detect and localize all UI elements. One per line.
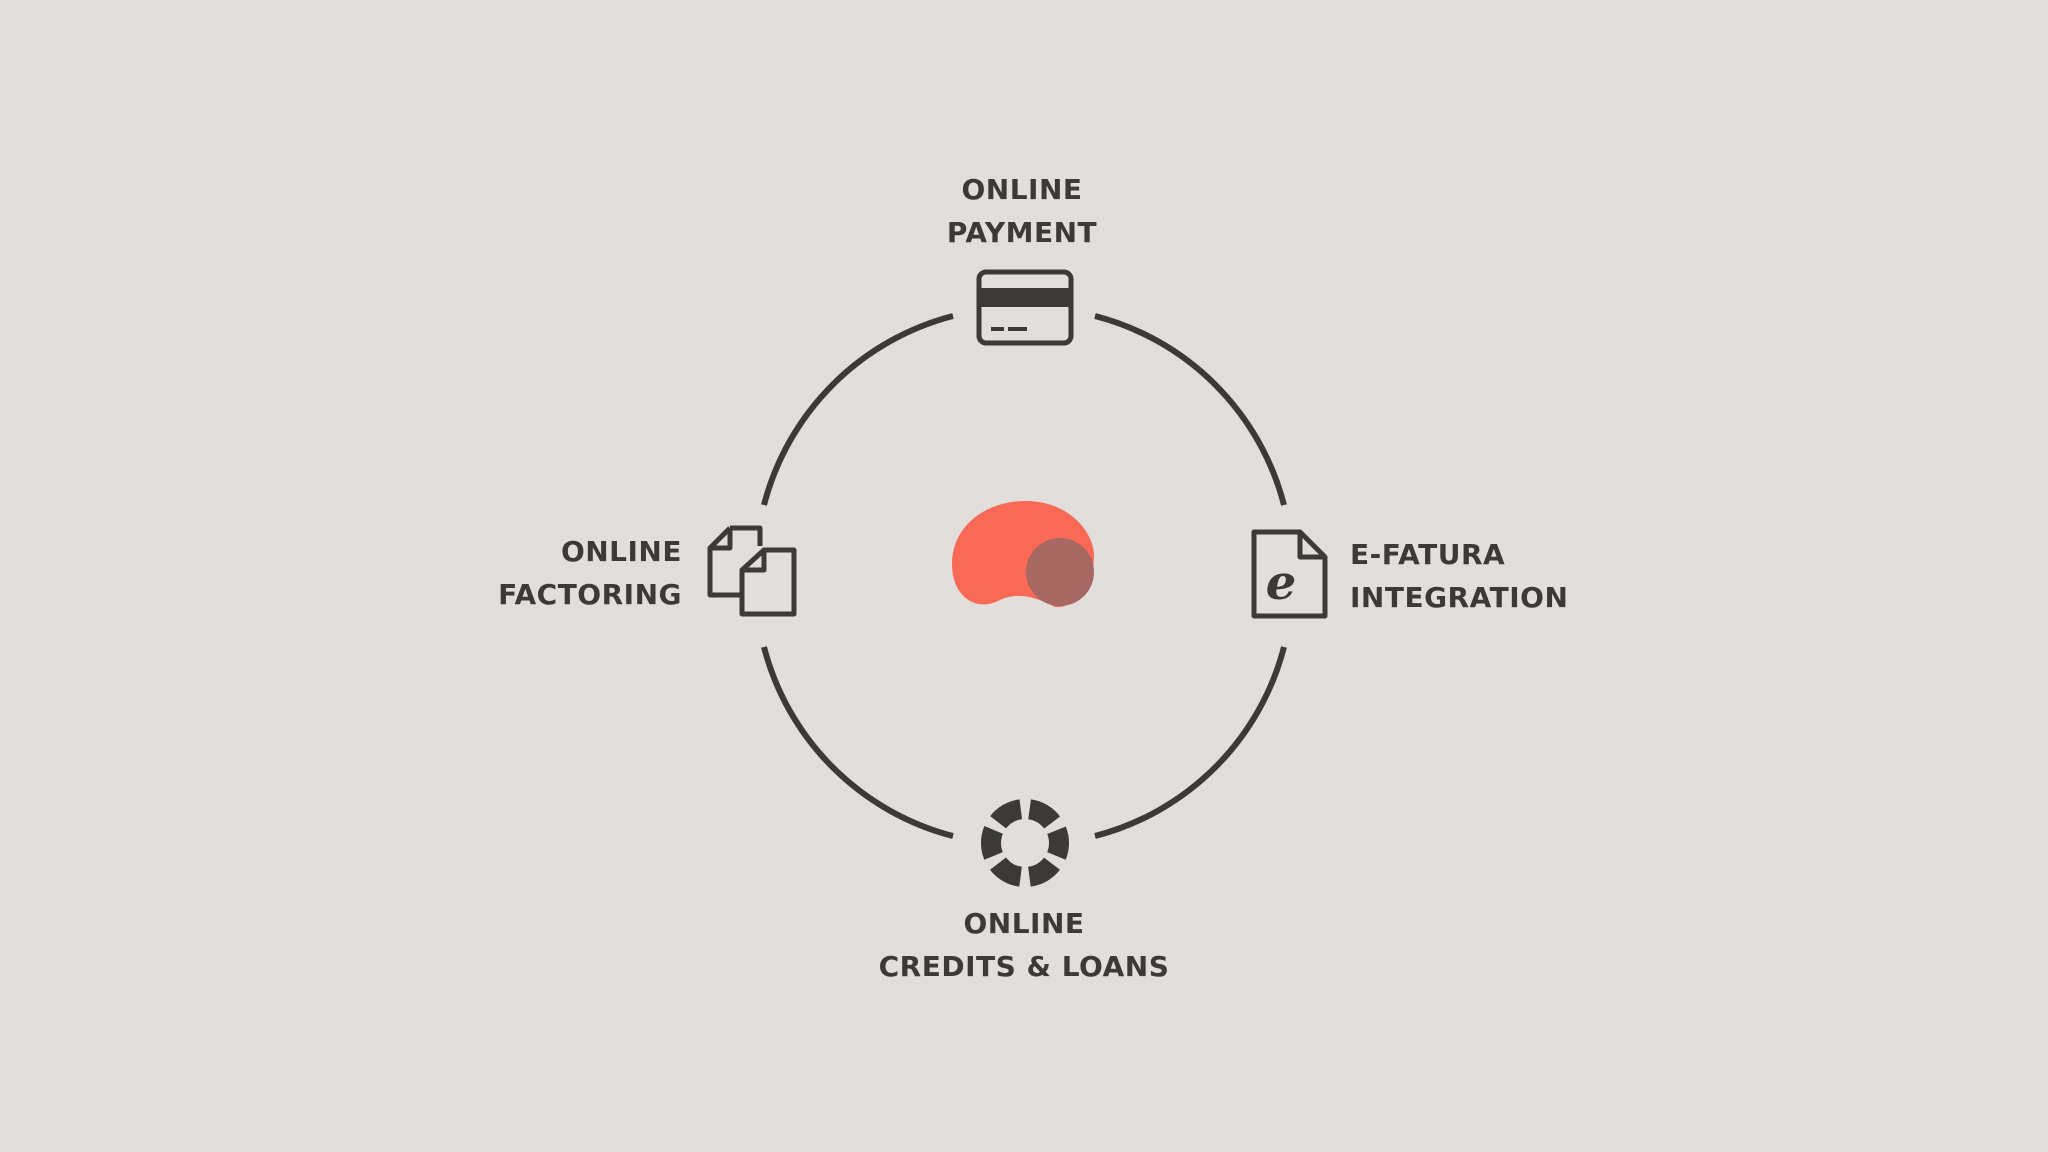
copy-documents-icon [707, 525, 797, 617]
cycle-ring [761, 313, 1287, 839]
node-label-line: CREDITS & LOANS [878, 950, 1170, 983]
ring-arc-top-right [1094, 313, 1287, 506]
lifebuoy-icon [981, 799, 1069, 887]
node-label-line: ONLINE [961, 173, 1083, 206]
ring-arc-bottom-right [1094, 646, 1287, 839]
e-document-icon: e [1251, 529, 1328, 619]
node-label-line: ONLINE [560, 535, 682, 568]
svg-text:e: e [1266, 555, 1297, 611]
ring-arc-bottom-left [761, 646, 954, 839]
node-e-fatura-integration: E-FATURA INTEGRATION [1350, 533, 1650, 619]
ring-arc-top-left [761, 313, 954, 506]
node-label-line: FACTORING [498, 578, 682, 611]
brand-logo-icon [952, 501, 1094, 608]
node-label-line: E-FATURA [1350, 538, 1506, 571]
node-online-factoring: ONLINE FACTORING [430, 530, 682, 616]
credit-card-icon [976, 269, 1074, 346]
node-label-line: ONLINE [963, 907, 1085, 940]
node-label-line: INTEGRATION [1350, 581, 1569, 614]
node-online-credits-loans: ONLINE CREDITS & LOANS [874, 902, 1174, 988]
node-label-line: PAYMENT [946, 216, 1098, 249]
node-online-payment: ONLINE PAYMENT [922, 168, 1122, 254]
